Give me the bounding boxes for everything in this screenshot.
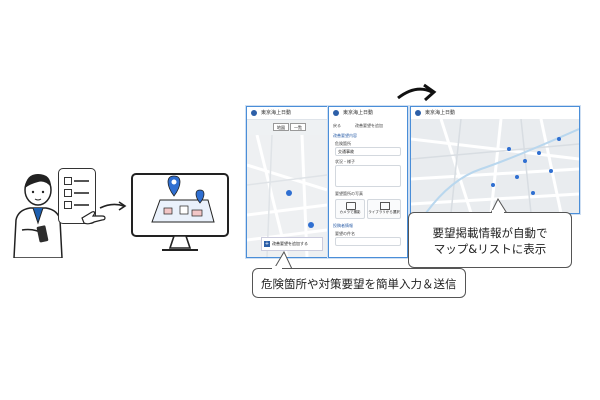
request-pin[interactable] bbox=[515, 175, 519, 179]
monitor-map-illustration bbox=[131, 173, 229, 251]
form-screen-brand: 東京海上日動 bbox=[343, 110, 374, 116]
pin-map-area[interactable] bbox=[411, 119, 579, 213]
form-screen: 東京海上日動 戻る 改善要望を追加 改善要望内容 危険箇所 交通事故 状況・様子… bbox=[328, 106, 408, 258]
subject-input[interactable] bbox=[335, 237, 401, 246]
back-link[interactable]: 戻る bbox=[333, 123, 341, 128]
form-section-poster: 投稿者情報 bbox=[333, 223, 353, 228]
request-pin[interactable] bbox=[531, 191, 535, 195]
person-with-smartphone-illustration bbox=[13, 174, 63, 258]
arrow-right-icon bbox=[397, 83, 437, 102]
tab-map[interactable]: 地図 bbox=[273, 123, 289, 131]
hazard-select[interactable]: 交通事故 bbox=[335, 147, 401, 156]
add-request-label: 改善要望を追加する bbox=[272, 241, 308, 246]
map-screen: 東京海上日動 地図 一覧 + 改善要望を追加する bbox=[246, 106, 328, 258]
camera-button[interactable]: カメラで撮影 bbox=[335, 199, 365, 219]
library-button-label: ライブラリから選択 bbox=[368, 210, 400, 214]
field-subject-label: 要望の件名 bbox=[335, 231, 355, 236]
brand-logo-icon bbox=[415, 110, 421, 116]
plus-icon: + bbox=[264, 241, 270, 247]
form-title: 改善要望を追加 bbox=[355, 123, 383, 128]
map-screen-title: 東京海上日動 bbox=[261, 110, 292, 116]
map-area[interactable] bbox=[247, 135, 327, 257]
list-map-screen: 東京海上日動 bbox=[410, 106, 580, 214]
callout-pointer-mask bbox=[272, 266, 282, 270]
callout-display-line1: 要望掲載情報が自動で bbox=[432, 226, 548, 240]
callout-pointer-mask bbox=[492, 210, 504, 214]
checklist-card bbox=[58, 168, 96, 224]
form-section-request: 改善要望内容 bbox=[333, 133, 357, 138]
form-body: 戻る 改善要望を追加 改善要望内容 危険箇所 交通事故 状況・様子 要望箇所の写… bbox=[329, 119, 407, 257]
image-icon bbox=[380, 202, 390, 210]
callout-input: 危険箇所や対策要望を簡単入力＆送信 bbox=[252, 268, 466, 298]
request-pin[interactable] bbox=[557, 137, 561, 141]
brand-logo-icon bbox=[251, 110, 257, 116]
request-pin[interactable] bbox=[537, 151, 541, 155]
request-pin[interactable] bbox=[523, 159, 527, 163]
pointing-hand-icon bbox=[81, 211, 106, 225]
situation-textarea[interactable] bbox=[335, 165, 401, 187]
camera-icon bbox=[346, 202, 356, 210]
add-request-button[interactable]: + 改善要望を追加する bbox=[261, 237, 323, 251]
request-pin[interactable] bbox=[491, 183, 495, 187]
camera-button-label: カメラで撮影 bbox=[339, 210, 361, 214]
arrow-right-icon bbox=[99, 201, 127, 211]
request-pin[interactable] bbox=[549, 169, 553, 173]
map-tabs: 地図 一覧 bbox=[273, 123, 306, 131]
callout-display-line2: マップ&リストに表示 bbox=[433, 242, 547, 256]
field-situation-label: 状況・様子 bbox=[335, 159, 355, 164]
field-hazard-label: 危険箇所 bbox=[335, 141, 351, 146]
library-button[interactable]: ライブラリから選択 bbox=[367, 199, 401, 219]
tab-list[interactable]: 一覧 bbox=[290, 123, 306, 131]
callout-display: 要望掲載情報が自動で マップ&リストに表示 bbox=[408, 212, 572, 268]
request-pin[interactable] bbox=[507, 147, 511, 151]
callout-pointer bbox=[273, 250, 293, 270]
brand-logo-icon bbox=[333, 110, 339, 116]
map-screen-header: 東京海上日動 bbox=[247, 107, 327, 120]
field-photo-label: 要望箇所の写真 bbox=[335, 191, 363, 196]
list-map-brand: 東京海上日動 bbox=[425, 110, 456, 116]
